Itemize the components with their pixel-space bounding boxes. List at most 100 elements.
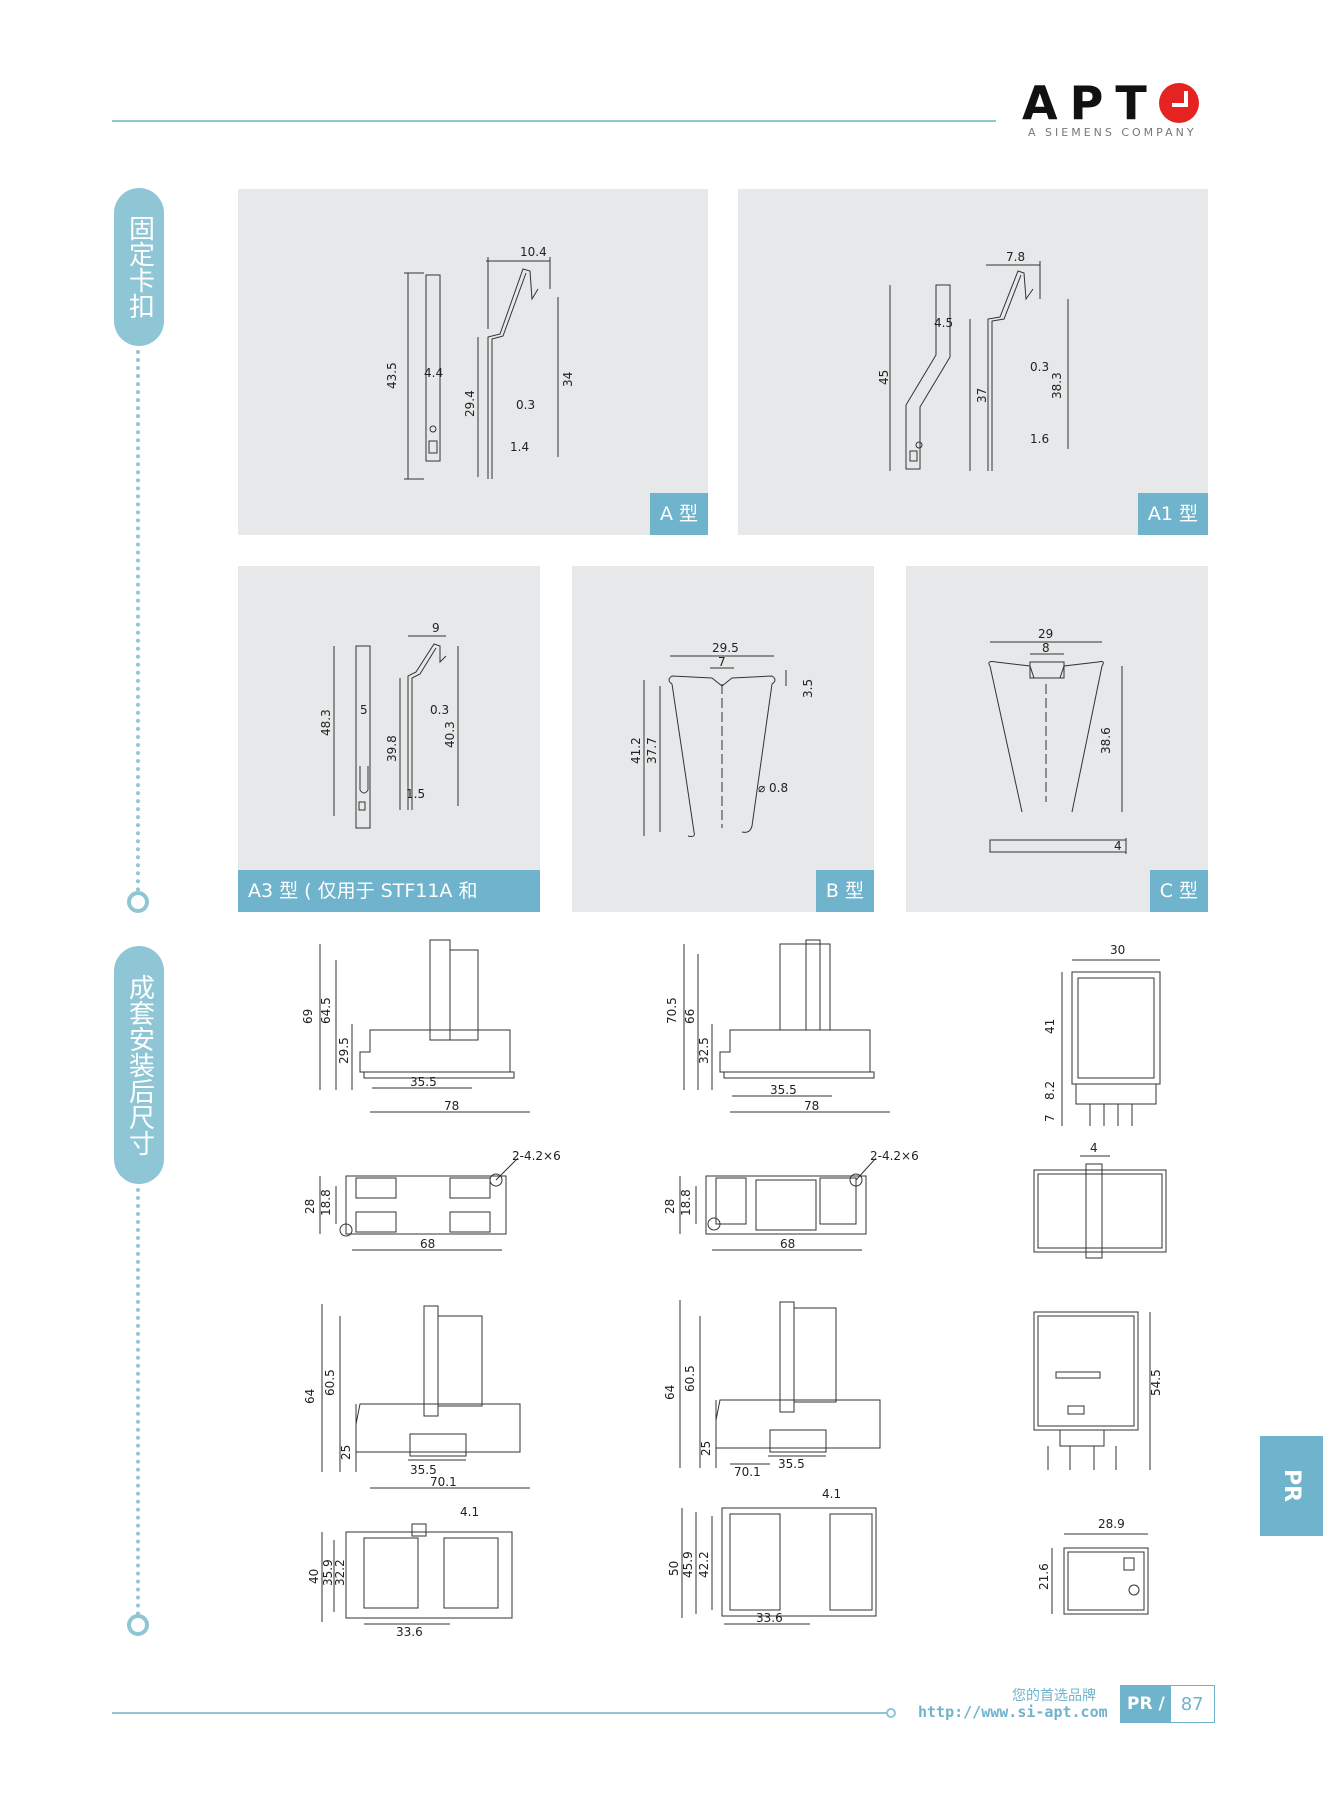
dim-label: 69 bbox=[301, 1009, 315, 1024]
dim-label: 1.6 bbox=[1030, 432, 1049, 446]
dim-label: 1.4 bbox=[510, 440, 529, 454]
dim-label: 68 bbox=[420, 1237, 435, 1251]
dim-label: 64.5 bbox=[319, 997, 333, 1024]
dim-label: 18.8 bbox=[679, 1189, 693, 1216]
ring-icon bbox=[127, 1614, 149, 1636]
dim-label: 4 bbox=[1090, 1141, 1098, 1155]
side-dotted-line bbox=[136, 1188, 144, 1616]
dim-label: 42.2 bbox=[697, 1551, 711, 1578]
dim-label: 4 bbox=[1114, 839, 1122, 853]
dim-label: 29.5 bbox=[337, 1037, 351, 1064]
mount-side-view-2: 70.5 66 32.5 35.5 78 bbox=[665, 939, 890, 1113]
header-rule bbox=[112, 120, 996, 122]
clip-c-drawing: 29 8 38.6 4 bbox=[988, 627, 1127, 854]
dim-label: 43.5 bbox=[385, 362, 399, 389]
dim-label: 40 bbox=[307, 1569, 321, 1584]
mount-top-view-2: 2-4.2×6 28 18.8 68 bbox=[663, 1149, 919, 1251]
side-dotted-line bbox=[136, 350, 144, 892]
footer-url-link[interactable]: http://www.si-apt.com bbox=[918, 1703, 1108, 1721]
panel-label: A 型 bbox=[649, 493, 708, 535]
dim-label: 37.7 bbox=[645, 737, 659, 764]
dim-label: 4.5 bbox=[934, 316, 953, 330]
relay-front-view: 30 41 8.2 7 bbox=[1043, 943, 1161, 1126]
side-tab-mount: 成套安装后尺寸 bbox=[114, 946, 164, 1184]
section-tab-pr: PR bbox=[1260, 1436, 1323, 1536]
dim-label: 35.5 bbox=[410, 1075, 437, 1089]
page-number-box: PR / 87 bbox=[1120, 1685, 1215, 1723]
dim-label: 28.9 bbox=[1098, 1517, 1125, 1531]
panel-type-a1: 7.8 4.5 45 37 0.3 38.3 1.6 A1 型 bbox=[738, 189, 1208, 535]
dim-label: 45.9 bbox=[681, 1551, 695, 1578]
dim-label: 10.4 bbox=[520, 245, 547, 259]
dim-label: 68 bbox=[780, 1237, 795, 1251]
dim-label: 18.8 bbox=[319, 1189, 333, 1216]
panel-type-b: 29.5 7 3.5 41.2 37.7 ⌀ 0.8 B 型 bbox=[572, 566, 874, 912]
dim-label: 35.5 bbox=[410, 1463, 437, 1477]
page-number: 87 bbox=[1180, 1693, 1204, 1715]
dim-label: ⌀ 0.8 bbox=[758, 781, 788, 795]
dim-label: 30 bbox=[1110, 943, 1125, 957]
dim-label: 2-4.2×6 bbox=[870, 1149, 919, 1163]
dim-label: 41 bbox=[1043, 1019, 1057, 1034]
dim-label: 38.3 bbox=[1050, 372, 1064, 399]
page-section: PR / bbox=[1121, 1686, 1171, 1722]
footer-dot-icon bbox=[886, 1708, 896, 1718]
dim-label: 39.8 bbox=[385, 735, 399, 762]
dim-label: 4.1 bbox=[822, 1487, 841, 1501]
dim-label: 33.6 bbox=[396, 1625, 423, 1639]
side-tab-clip: 固定卡扣 bbox=[114, 188, 164, 346]
dim-label: 64 bbox=[663, 1385, 677, 1400]
ring-icon bbox=[127, 891, 149, 913]
dim-label: 5 bbox=[360, 703, 368, 717]
mount-side-view-3: 64 60.5 25 35.5 70.1 bbox=[303, 1304, 530, 1489]
dim-label: 70.1 bbox=[734, 1465, 761, 1479]
dim-label: 40.3 bbox=[443, 721, 457, 748]
dim-label: 78 bbox=[444, 1099, 459, 1113]
dim-label: 37 bbox=[975, 388, 989, 403]
dim-label: 35.5 bbox=[778, 1457, 805, 1471]
dim-label: 29.5 bbox=[712, 641, 739, 655]
dim-label: 21.6 bbox=[1037, 1563, 1051, 1590]
dim-label: 35.5 bbox=[770, 1083, 797, 1097]
dim-label: 70.1 bbox=[430, 1475, 457, 1489]
dim-label: 4.1 bbox=[460, 1505, 479, 1519]
clip-a-drawing: 10.4 43.5 4.4 34 29.4 0.3 1.4 bbox=[385, 245, 575, 480]
logo-subtitle: A SIEMENS COMPANY bbox=[1028, 126, 1197, 139]
relay-side-view: 4 bbox=[1033, 1141, 1167, 1259]
dim-label: 4.4 bbox=[424, 366, 443, 380]
dim-label: 41.2 bbox=[629, 737, 643, 764]
dim-label: 28 bbox=[303, 1199, 317, 1214]
dim-label: 64 bbox=[303, 1389, 317, 1404]
mount-side-view-1: 69 64.5 29.5 35.5 78 bbox=[301, 939, 530, 1113]
mount-top-view-1: 2-4.2×6 28 18.8 68 bbox=[303, 1149, 561, 1251]
dim-label: 78 bbox=[804, 1099, 819, 1113]
panel-label: A1 型 bbox=[1137, 493, 1208, 535]
dim-label: 0.3 bbox=[430, 703, 449, 717]
dim-label: 3.5 bbox=[801, 679, 815, 698]
clip-b-drawing: 29.5 7 3.5 41.2 37.7 ⌀ 0.8 bbox=[629, 641, 815, 837]
dim-label: 60.5 bbox=[683, 1365, 697, 1392]
dim-label: 0.3 bbox=[1030, 360, 1049, 374]
dim-label: 33.6 bbox=[756, 1611, 783, 1625]
clip-a1-drawing: 7.8 4.5 45 37 0.3 38.3 1.6 bbox=[877, 250, 1069, 471]
dim-label: 8 bbox=[1042, 641, 1050, 655]
relay-top-view: 28.9 21.6 bbox=[1037, 1517, 1149, 1615]
panel-type-c: 29 8 38.6 4 C 型 bbox=[906, 566, 1208, 912]
footer-brand: 您的首选品牌 bbox=[1012, 1688, 1096, 1704]
dim-label: 7 bbox=[718, 655, 726, 669]
dim-label: 70.5 bbox=[665, 997, 679, 1024]
dim-label: 7.8 bbox=[1006, 250, 1025, 264]
dim-label: 25 bbox=[699, 1441, 713, 1456]
dim-label: 45 bbox=[877, 370, 891, 385]
dim-label: 38.6 bbox=[1099, 727, 1113, 754]
dim-label: 34 bbox=[561, 372, 575, 387]
dim-label: 1.5 bbox=[406, 787, 425, 801]
apt-logo: APT bbox=[1022, 76, 1199, 130]
mount-side-view-4: 64 60.5 25 70.1 35.5 bbox=[663, 1300, 881, 1479]
logo-circle-icon bbox=[1158, 83, 1199, 123]
dim-label: 50 bbox=[667, 1561, 681, 1576]
clip-a3-drawing: 9 5 0.3 48.3 39.8 40.3 1.5 bbox=[319, 621, 459, 829]
panel-type-a3: 9 5 0.3 48.3 39.8 40.3 1.5 A3 型 ( 仅用于 ST… bbox=[238, 566, 540, 944]
mount-top-view-4: 4.1 50 45.9 42.2 33.6 bbox=[667, 1487, 877, 1625]
dim-label: 48.3 bbox=[319, 709, 333, 736]
